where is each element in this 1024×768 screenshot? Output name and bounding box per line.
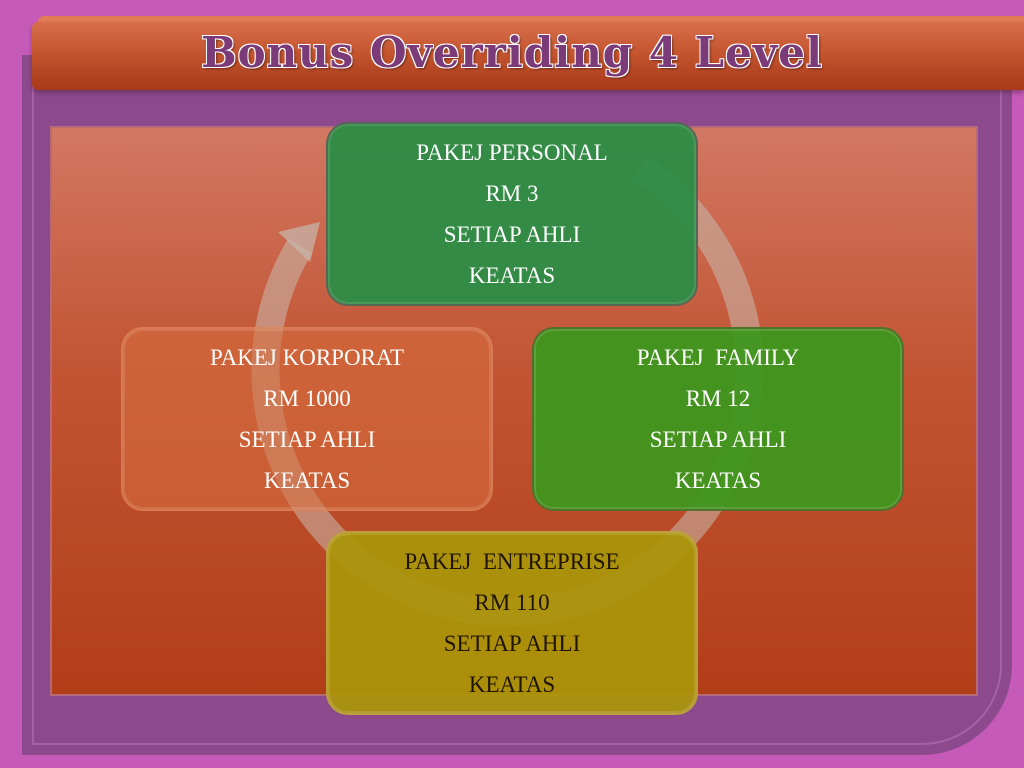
package-name: PAKEJ FAMILY bbox=[636, 345, 800, 370]
package-box-korporat: PAKEJ KORPORAT RM 1000 SETIAP AHLI KEATA… bbox=[121, 327, 493, 511]
package-line3: SETIAP AHLI bbox=[649, 427, 787, 452]
cycle-arrowhead bbox=[278, 222, 320, 262]
package-line4: KEATAS bbox=[263, 468, 351, 493]
package-amount: RM 12 bbox=[685, 386, 751, 411]
package-line3: SETIAP AHLI bbox=[238, 427, 376, 452]
package-line3: SETIAP AHLI bbox=[443, 631, 581, 656]
package-amount: RM 3 bbox=[485, 181, 539, 206]
title-bar bbox=[32, 22, 1024, 90]
package-line4: KEATAS bbox=[468, 672, 556, 697]
package-box-personal: PAKEJ PERSONAL RM 3 SETIAP AHLI KEATAS bbox=[326, 122, 698, 306]
package-line3: SETIAP AHLI bbox=[443, 222, 581, 247]
package-name: PAKEJ ENTREPRISE bbox=[404, 549, 620, 574]
package-box-family: PAKEJ FAMILY RM 12 SETIAP AHLI KEATAS bbox=[532, 327, 904, 511]
package-line4: KEATAS bbox=[674, 468, 762, 493]
package-name: PAKEJ KORPORAT bbox=[209, 345, 405, 370]
package-amount: RM 1000 bbox=[263, 386, 351, 411]
package-amount: RM 110 bbox=[474, 590, 550, 615]
package-line4: KEATAS bbox=[468, 263, 556, 288]
slide-title: Bonus Overriding 4 Level bbox=[201, 28, 823, 77]
package-name: PAKEJ PERSONAL bbox=[416, 140, 608, 165]
package-box-enterprise: PAKEJ ENTREPRISE RM 110 SETIAP AHLI KEAT… bbox=[326, 531, 698, 715]
